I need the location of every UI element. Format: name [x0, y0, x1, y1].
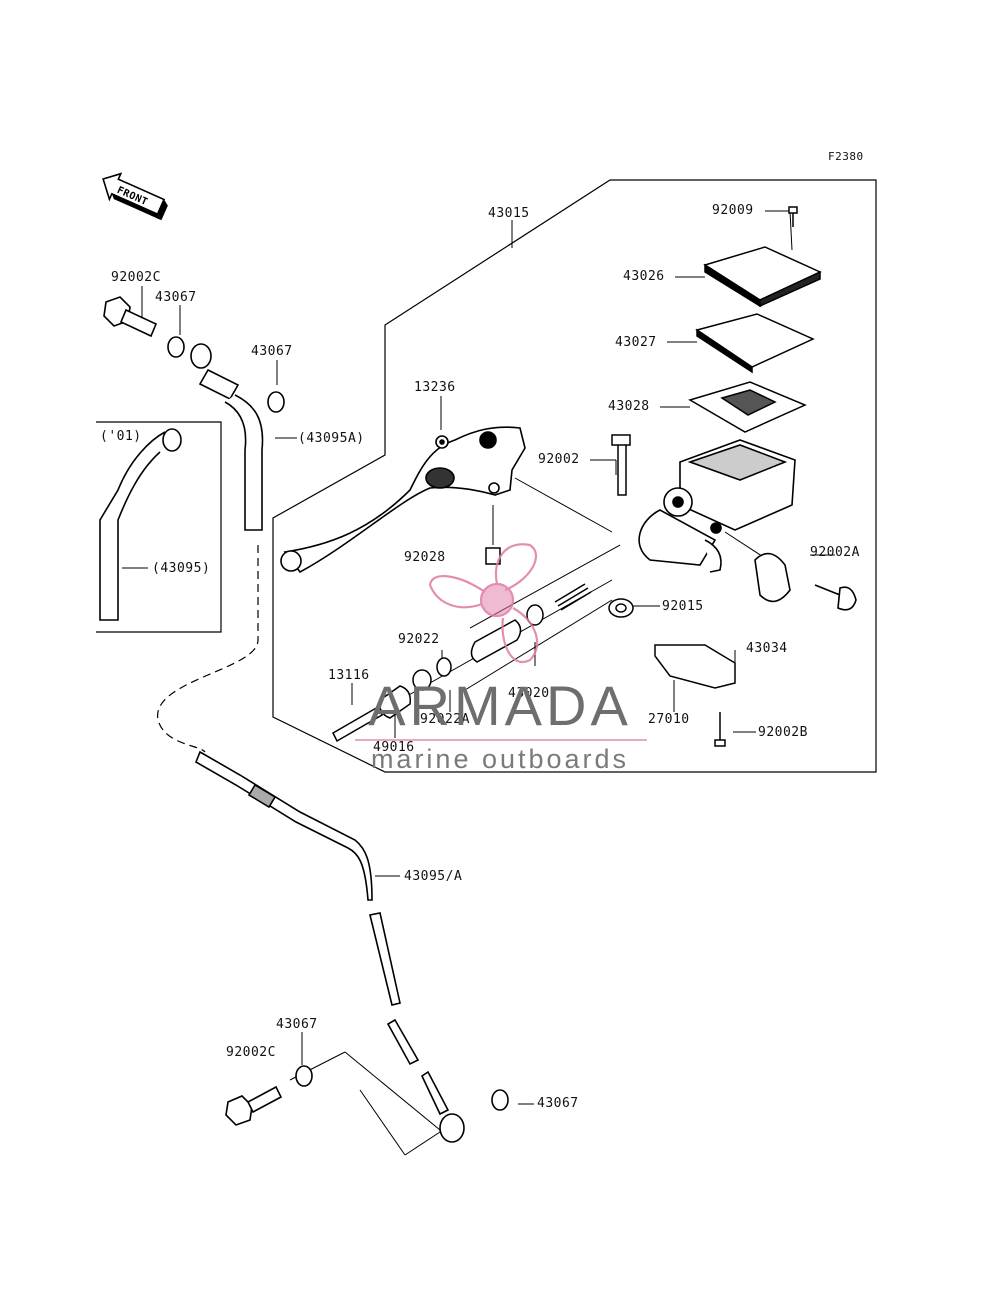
part-92002A: 92002A [810, 545, 860, 560]
seal-92022A [436, 657, 452, 677]
part-13116: 13116 [328, 668, 370, 683]
part-92022: 92022 [398, 632, 440, 647]
part-13236: 13236 [414, 380, 456, 395]
part-43067-top-1: 43067 [155, 290, 197, 305]
part-43034: 43034 [746, 641, 788, 656]
assembly-outline [272, 179, 877, 773]
screw-small [788, 206, 798, 227]
inset-box [96, 421, 222, 633]
washer-bot-1 [295, 1065, 313, 1087]
part-92022A: 92022A [420, 712, 470, 727]
banjo-bolt-bottom [225, 1095, 253, 1126]
part-43095A: 43095/A [404, 869, 463, 884]
plate [695, 313, 815, 368]
reservoir-cap [703, 246, 822, 301]
ring-92022 [412, 669, 432, 691]
pushrod-13116 [332, 705, 383, 743]
part-27010: 27010 [648, 712, 690, 727]
bolt-92002A [814, 584, 857, 611]
washer-top-1 [167, 336, 185, 358]
diagram-code: F2380 [828, 150, 864, 163]
bolt-92002 [611, 434, 631, 496]
part-43095A-paren: (43095A) [298, 431, 365, 446]
hose-segment-4 [420, 1070, 450, 1116]
clutch-lever [280, 426, 526, 574]
part-92002C-bot: 92002C [226, 1045, 276, 1060]
part-92002: 92002 [538, 452, 580, 467]
part-43026: 43026 [623, 269, 665, 284]
part-43027: 43027 [615, 335, 657, 350]
part-49016: 49016 [373, 740, 415, 755]
master-cylinder-body [638, 439, 796, 573]
part-92009: 92009 [712, 203, 754, 218]
hose-segment-3 [386, 1018, 420, 1066]
part-43067-bot-2: 43067 [537, 1096, 579, 1111]
banjo-top [190, 343, 212, 369]
inset-label: ('01) [100, 429, 142, 444]
washer-top-2 [267, 391, 285, 413]
boot-49016 [378, 685, 412, 719]
armada-logo-icon [428, 543, 539, 664]
piston [470, 619, 522, 663]
part-92002B: 92002B [758, 725, 808, 740]
part-43028: 43028 [608, 399, 650, 414]
screw-92002B [714, 712, 726, 747]
holder-clamp [754, 552, 791, 603]
hose-segment-2 [369, 912, 401, 1006]
watermark-tagline: marine outboards [370, 744, 630, 774]
part-43095-paren: (43095) [152, 561, 211, 576]
part-43067-bot-1: 43067 [276, 1017, 318, 1032]
washer-bot-2 [491, 1089, 509, 1111]
hose-inset [99, 431, 166, 621]
front-arrow-icon [102, 172, 168, 221]
banjo-bottom [439, 1113, 465, 1143]
switch-27010 [654, 644, 736, 689]
part-43020: 43020 [508, 686, 550, 701]
spring [554, 583, 592, 611]
watermark-rule [355, 739, 647, 741]
watermark-brand: ARMADA [368, 674, 632, 737]
part-92015: 92015 [662, 599, 704, 614]
hose-upper [224, 394, 264, 531]
hose-lower [194, 750, 373, 901]
part-43015: 43015 [488, 206, 530, 221]
part-92028: 92028 [404, 550, 446, 565]
part-43067-top-2: 43067 [251, 344, 293, 359]
part-92002C-top: 92002C [111, 270, 161, 285]
